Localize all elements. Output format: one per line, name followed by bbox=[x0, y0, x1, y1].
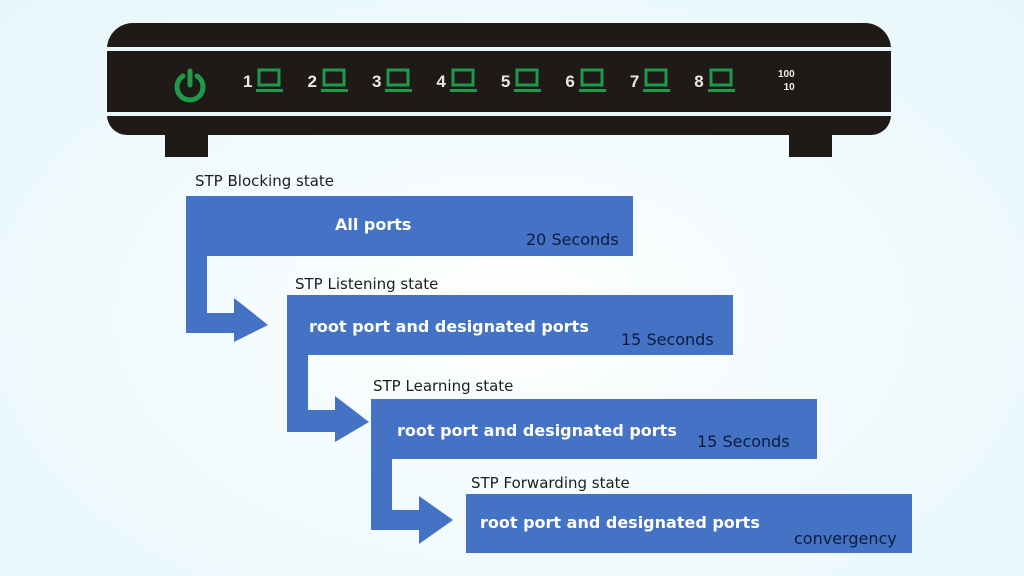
switch-divider-top bbox=[107, 47, 891, 51]
port-led: 8 bbox=[694, 67, 737, 95]
switch-body bbox=[107, 23, 891, 135]
arrow-listening-to-learning bbox=[287, 354, 369, 442]
port-led: 7 bbox=[630, 67, 673, 95]
state-label-learning: STP Learning state bbox=[373, 377, 514, 395]
state-ports-learning: root port and designated ports bbox=[397, 421, 677, 440]
port-leds: 1 2 3 4 5 6 7 8 bbox=[243, 67, 759, 95]
speed-label-10: 10 bbox=[783, 82, 795, 93]
state-duration-forwarding: convergency bbox=[794, 529, 897, 548]
port-number: 1 bbox=[243, 72, 253, 91]
state-label-forwarding: STP Forwarding state bbox=[471, 474, 630, 492]
port-led: 2 bbox=[307, 67, 350, 95]
port-monitor-icon bbox=[385, 68, 413, 92]
port-monitor-icon bbox=[320, 68, 348, 92]
port-number: 5 bbox=[500, 72, 511, 91]
speed-indicator: 100 10 bbox=[778, 68, 795, 94]
power-icon bbox=[174, 68, 206, 103]
state-duration-blocking: 20 Seconds bbox=[526, 230, 619, 249]
speed-label-100: 100 bbox=[778, 69, 795, 80]
port-led: 5 bbox=[501, 67, 544, 95]
port-monitor-icon bbox=[578, 68, 606, 92]
state-ports-forwarding: root port and designated ports bbox=[480, 513, 760, 532]
port-monitor-icon bbox=[643, 68, 671, 92]
state-ports-listening: root port and designated ports bbox=[309, 317, 589, 336]
port-led: 3 bbox=[372, 67, 415, 95]
state-box-listening: root port and designated ports 15 Second… bbox=[287, 295, 733, 355]
port-number: 3 bbox=[371, 72, 382, 91]
state-label-listening: STP Listening state bbox=[295, 275, 439, 293]
switch-foot-right bbox=[789, 135, 832, 157]
switch-foot-left bbox=[165, 135, 208, 157]
port-led: 6 bbox=[565, 67, 608, 95]
switch-divider-bottom bbox=[107, 112, 891, 116]
state-label-blocking: STP Blocking state bbox=[195, 172, 335, 190]
state-duration-listening: 15 Seconds bbox=[621, 330, 714, 349]
port-number: 8 bbox=[694, 72, 704, 91]
port-number: 6 bbox=[565, 72, 575, 91]
port-monitor-icon bbox=[707, 68, 735, 92]
arrow-blocking-to-listening bbox=[186, 255, 268, 342]
port-monitor-icon bbox=[514, 68, 542, 92]
state-box-blocking: All ports 20 Seconds bbox=[186, 196, 633, 256]
port-number: 2 bbox=[307, 72, 317, 91]
state-box-learning: root port and designated ports 15 Second… bbox=[371, 399, 817, 459]
port-monitor-icon bbox=[256, 68, 284, 92]
port-led: 1 bbox=[243, 67, 286, 95]
port-monitor-icon bbox=[449, 68, 477, 92]
state-box-forwarding: root port and designated ports convergen… bbox=[466, 494, 912, 553]
port-number: 4 bbox=[436, 72, 446, 91]
state-duration-learning: 15 Seconds bbox=[697, 432, 790, 451]
network-switch: 1 2 3 4 5 6 7 8 bbox=[107, 23, 891, 157]
arrow-learning-to-forwarding bbox=[371, 458, 453, 544]
port-number: 7 bbox=[629, 72, 640, 91]
state-ports-blocking: All ports bbox=[335, 215, 412, 234]
port-led: 4 bbox=[436, 67, 479, 95]
